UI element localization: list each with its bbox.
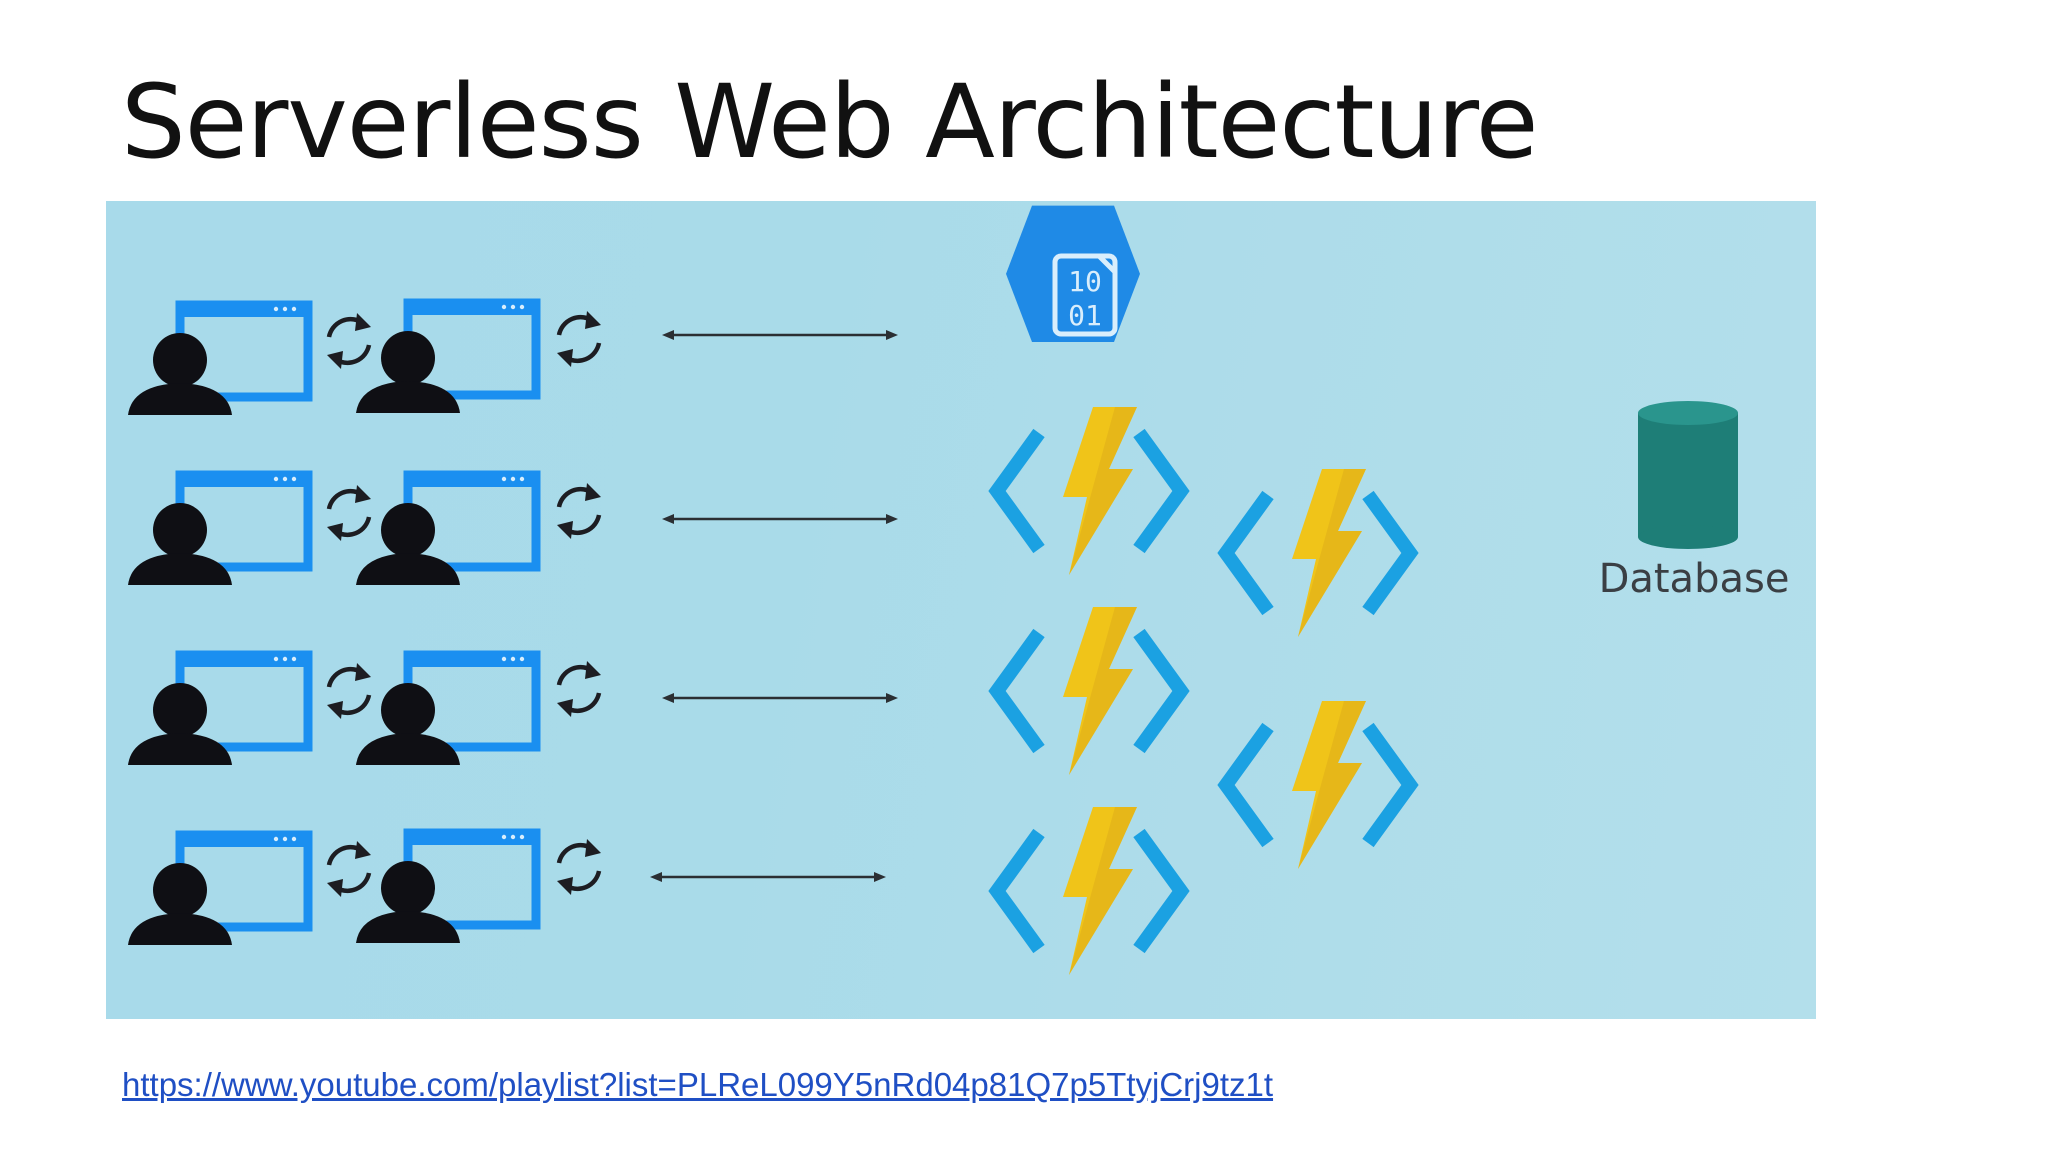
youtube-playlist-link[interactable]: https://www.youtube.com/playlist?list=PL… bbox=[122, 1066, 1274, 1103]
azure-function-icon bbox=[997, 607, 1181, 775]
client-row-1 bbox=[128, 299, 900, 415]
user-browser-icon bbox=[128, 831, 308, 945]
blob-text-top: 10 bbox=[1068, 265, 1102, 298]
double-arrow bbox=[660, 512, 900, 526]
user-browser-icon bbox=[128, 471, 308, 585]
client-row-2 bbox=[128, 471, 900, 585]
slide-title: Serverless Web Architecture bbox=[121, 63, 1539, 182]
refresh-icon bbox=[327, 841, 371, 897]
refresh-icon bbox=[327, 663, 371, 719]
double-arrow bbox=[660, 691, 900, 705]
client-row-3 bbox=[128, 651, 900, 765]
refresh-icon bbox=[557, 311, 601, 367]
refresh-icon bbox=[557, 483, 601, 539]
double-arrow bbox=[660, 328, 900, 342]
azure-function-icon bbox=[997, 407, 1181, 575]
client-row-4 bbox=[128, 829, 888, 945]
user-browser-icon bbox=[356, 299, 536, 413]
diagram-canvas: 10 01 bbox=[106, 205, 1738, 1019]
user-browser-icon bbox=[128, 301, 308, 415]
user-browser-icon bbox=[128, 651, 308, 765]
user-browser-icon bbox=[356, 829, 536, 943]
refresh-icon bbox=[327, 313, 371, 369]
user-browser-icon bbox=[356, 471, 536, 585]
double-arrow bbox=[648, 870, 888, 884]
architecture-diagram: 10 01 Database bbox=[106, 201, 1816, 1019]
azure-function-icon bbox=[1226, 701, 1410, 869]
user-browser-icon bbox=[356, 651, 536, 765]
azure-function-icon bbox=[1226, 469, 1410, 637]
refresh-icon bbox=[327, 485, 371, 541]
refresh-icon bbox=[557, 839, 601, 895]
blob-storage-icon: 10 01 bbox=[1006, 205, 1140, 343]
database-label: Database bbox=[1598, 556, 1790, 602]
azure-function-icon bbox=[997, 807, 1181, 975]
blob-text-bottom: 01 bbox=[1068, 299, 1102, 332]
refresh-icon bbox=[557, 661, 601, 717]
database-icon bbox=[1638, 401, 1738, 549]
